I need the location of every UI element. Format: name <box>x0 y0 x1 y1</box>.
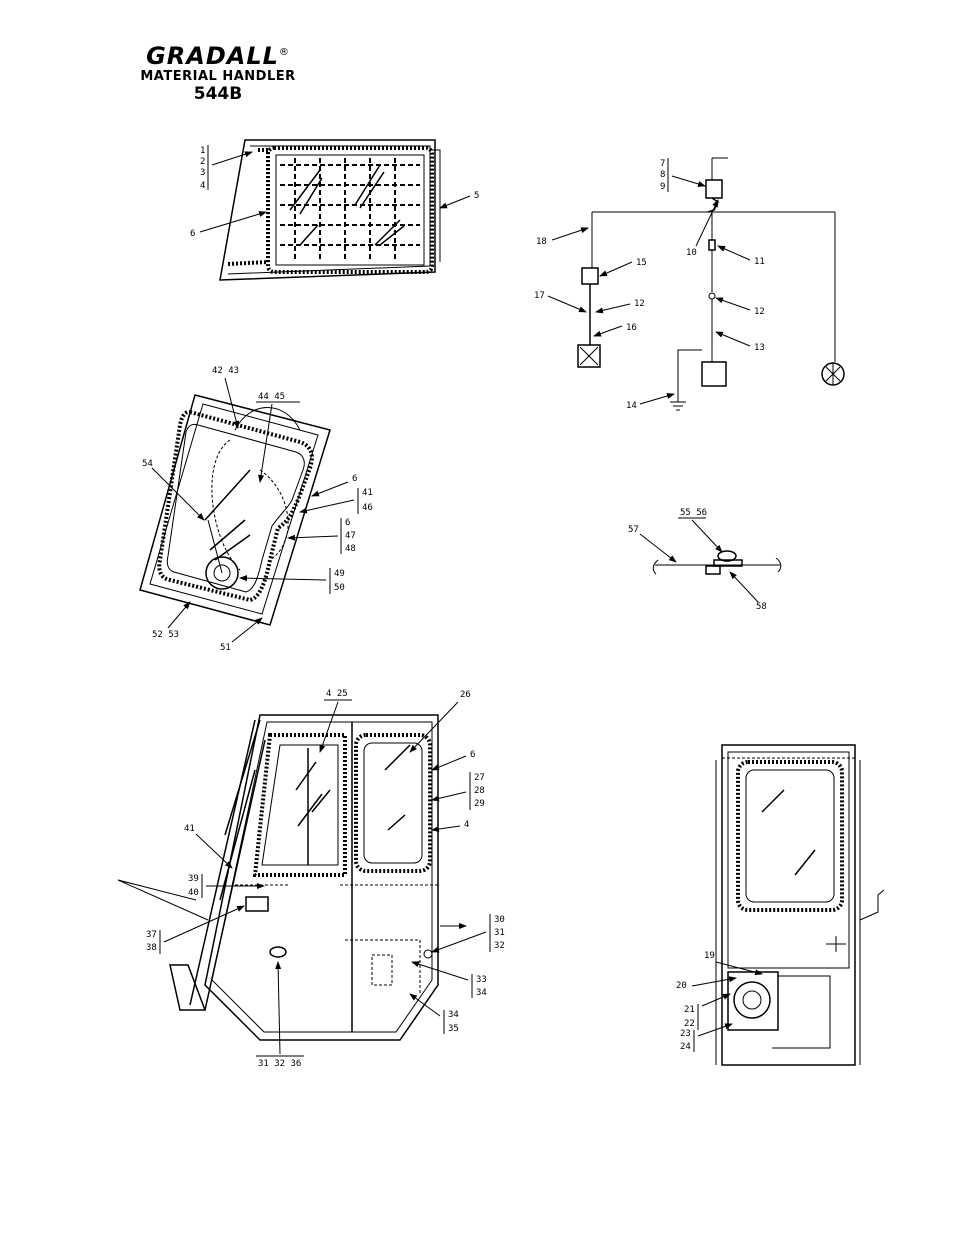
callout-label: 5 <box>474 191 479 201</box>
callout-label: 33 <box>476 975 487 985</box>
callout-label: 57 <box>628 525 639 535</box>
roof-callouts: 1 2 3 4 5 6 <box>190 145 479 239</box>
callout-label: 48 <box>345 544 356 554</box>
callout-label: 4 <box>464 820 469 830</box>
cab-rear-callouts: 19 20 21 22 23 24 <box>676 951 762 1052</box>
callout-label: 49 <box>334 569 345 579</box>
callout-label: 1 <box>200 146 205 156</box>
cab-side-callouts: 4 25 26 6 27 28 29 4 41 39 40 37 38 3 <box>118 689 505 1069</box>
callout-label: 35 <box>448 1024 459 1034</box>
callout-label: 41 <box>184 824 195 834</box>
cab-rear-drawing <box>716 745 884 1065</box>
callout-label: 12 <box>634 299 645 309</box>
callout-label: 38 <box>146 943 157 953</box>
callout-label: 40 <box>188 888 199 898</box>
callout-label: 30 <box>494 915 505 925</box>
callout-label: 19 <box>704 951 715 961</box>
callout-label: 13 <box>754 343 765 353</box>
callout-label: 27 <box>474 773 485 783</box>
wiring-callouts: 7 8 9 10 11 12 12 13 14 15 16 17 18 <box>534 158 765 411</box>
callout-label: 58 <box>756 602 767 612</box>
roof-assembly-drawing <box>220 140 440 280</box>
callout-label: 15 <box>636 258 647 268</box>
callout-label: 44 45 <box>258 392 285 402</box>
callout-label: 4 <box>200 181 205 191</box>
wiper-drawing <box>653 551 781 574</box>
callout-label: 7 <box>660 159 665 169</box>
callout-label: 32 <box>494 941 505 951</box>
callout-label: 20 <box>676 981 687 991</box>
callout-label: 41 <box>362 488 373 498</box>
callout-label: 37 <box>146 930 157 940</box>
callout-label: 42 43 <box>212 366 239 376</box>
callout-label: 17 <box>534 291 545 301</box>
callout-label: 2 <box>200 157 205 167</box>
callout-label: 6 <box>352 474 357 484</box>
callout-label: 34 <box>476 988 487 998</box>
callout-label: 22 <box>684 1019 695 1029</box>
callout-label: 26 <box>460 690 471 700</box>
callout-label: 54 <box>142 459 153 469</box>
callout-label: 51 <box>220 643 231 653</box>
cab-side-drawing <box>170 715 438 1040</box>
callout-label: 14 <box>626 401 637 411</box>
callout-label: 24 <box>680 1042 691 1052</box>
callout-label: 50 <box>334 583 345 593</box>
callout-label: 31 <box>494 928 505 938</box>
callout-label: 10 <box>686 248 697 258</box>
callout-label: 12 <box>754 307 765 317</box>
callout-label: 16 <box>626 323 637 333</box>
callout-label: 34 <box>448 1010 459 1020</box>
callout-label: 9 <box>660 182 665 192</box>
callout-label: 6 <box>470 750 475 760</box>
callout-label: 6 <box>345 518 350 528</box>
callout-label: 11 <box>754 257 765 267</box>
door-assembly-drawing <box>140 395 330 625</box>
callout-label: 31 32 36 <box>258 1059 301 1069</box>
callout-label: 23 <box>680 1029 691 1039</box>
callout-label: 39 <box>188 874 199 884</box>
callout-label: 18 <box>536 237 547 247</box>
callout-label: 52 53 <box>152 630 179 640</box>
callout-label: 3 <box>200 168 205 178</box>
callout-label: 8 <box>660 170 665 180</box>
callout-label: 21 <box>684 1005 695 1015</box>
callout-label: 28 <box>474 786 485 796</box>
wiring-diagram-drawing <box>578 158 844 410</box>
callout-label: 46 <box>362 503 373 513</box>
wiper-callouts: 55 56 57 58 <box>628 508 767 612</box>
callout-label: 29 <box>474 799 485 809</box>
callout-label: 55 56 <box>680 508 707 518</box>
callout-label: 6 <box>190 229 195 239</box>
callout-label: 47 <box>345 531 356 541</box>
callout-label: 4 25 <box>326 689 348 699</box>
